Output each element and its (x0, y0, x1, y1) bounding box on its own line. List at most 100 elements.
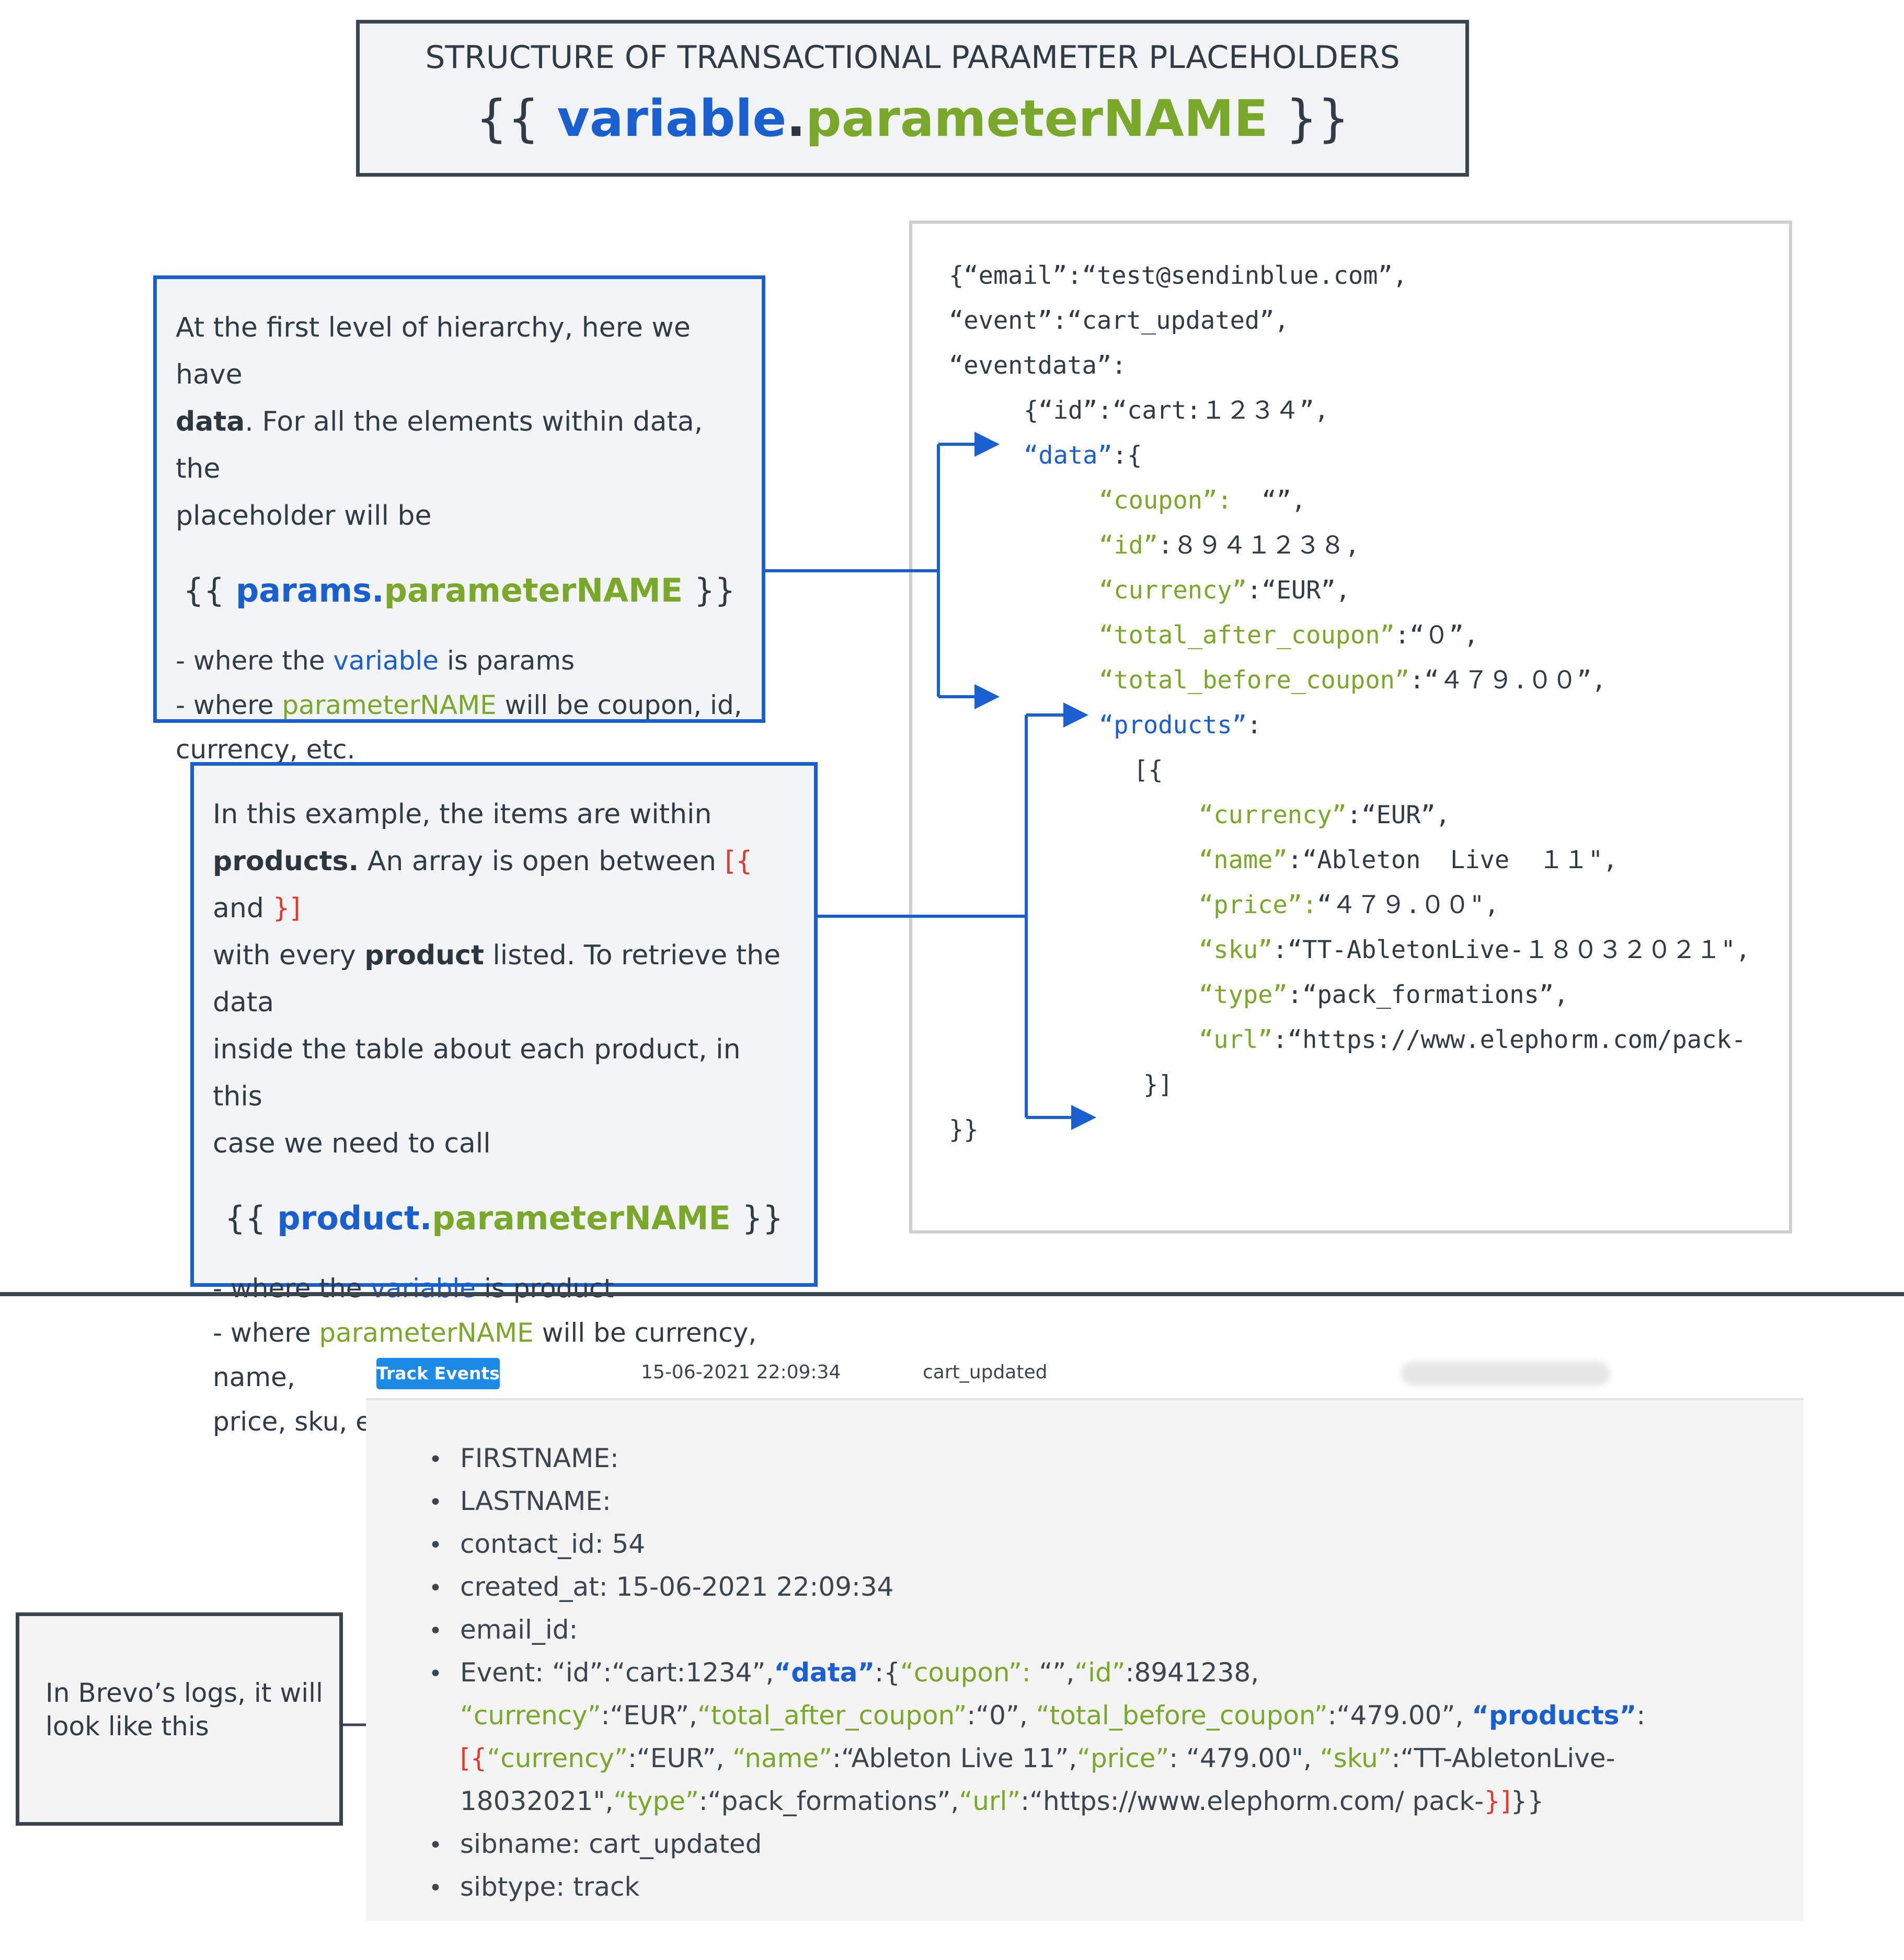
track-events-badge[interactable]: Track Events (376, 1358, 500, 1389)
title-box: STRUCTURE OF TRANSACTIONAL PARAMETER PLA… (356, 20, 1469, 177)
product-where1-keyword: variable (370, 1273, 476, 1304)
logs-note-line1: In Brevo’s logs, it will (45, 1678, 323, 1708)
code-total-before-rest: :“４７９.００”, (1409, 666, 1607, 695)
event-tbc-val: :“479.00”, (1327, 1700, 1472, 1731)
params-where2-suffix: will be coupon, id, (504, 690, 742, 720)
code-line-total-before: “total_before_coupon”:“４７９.００”, (1099, 665, 1607, 696)
code-total-after-key: “total_after_coupon” (1099, 621, 1395, 650)
code-sku-key: “sku” (1199, 936, 1273, 964)
bullet-icon: • (429, 1832, 442, 1859)
event-p-currency-key: “currency” (487, 1743, 628, 1773)
params-formula-dot: . (372, 571, 384, 609)
params-formula-variable: params (235, 571, 372, 609)
code-line-close: }} (949, 1115, 979, 1144)
bullet-icon: • (429, 1661, 442, 1687)
code-currency-key: “currency” (1099, 576, 1247, 605)
product-line3-rest: listed. To retrieve the data (213, 940, 781, 1018)
params-where1: - where the variable is params (176, 639, 743, 683)
event-prefix: Event: “id”:“cart:1234”, (460, 1657, 774, 1688)
code-line-products: “products”: (1099, 710, 1261, 741)
product-where1: - where the variable is product (213, 1266, 795, 1311)
title-variable: variable (557, 89, 787, 148)
params-line2-rest: . For all the elements within data, the (176, 406, 703, 485)
code-url-rest: :“https://www.elephorm.com/pack- (1272, 1025, 1746, 1054)
code-coupon-key: “coupon”: (1099, 486, 1232, 515)
code-url-key: “url” (1199, 1025, 1273, 1054)
event-url-key: “url” (959, 1786, 1021, 1816)
product-where2-suffix: will be currency, name, (213, 1318, 757, 1392)
params-line2: data. For all the elements within data, … (176, 398, 743, 492)
log-item-sibtype: sibtype: track (460, 1872, 640, 1902)
event-colon: : (1636, 1700, 1646, 1731)
log-date: 15-06-2021 22:09:34 (641, 1362, 841, 1383)
params-where1-suffix: is params (446, 645, 575, 676)
product-line2: products. An array is open between [{ an… (213, 838, 795, 932)
code-currency-rest: :“EUR”, (1246, 576, 1351, 605)
title-formula: {{ variable.parameterNAME }} (360, 89, 1465, 148)
code-id-key: “id” (1099, 531, 1159, 560)
code-line-currency: “currency”:“EUR”, (1099, 575, 1350, 606)
params-where1-keyword: variable (333, 645, 439, 676)
log-event-name: cart_updated (923, 1362, 1048, 1383)
logs-note-box: In Brevo’s logs, it will look like this (16, 1612, 343, 1826)
code-line-close-array: }] (1143, 1070, 1173, 1099)
event-tac-val: :“0”, (967, 1700, 1028, 1731)
code-sample-box: {“email”:“test@sendinblue.com”, “event”:… (909, 221, 1792, 1233)
code-products-rest: : (1246, 711, 1262, 740)
log-item-contact-id: contact_id: 54 (460, 1529, 646, 1559)
product-formula-variable: product (277, 1199, 420, 1237)
params-data-word: data (176, 406, 245, 437)
code-line-url: “url”:“https://www.elephorm.com/pack- (1199, 1024, 1746, 1056)
event-open-bracket: [{ (460, 1743, 487, 1773)
code-line-event: “event”:“cart_updated”, (949, 306, 1289, 335)
code-total-after-rest: :“０”, (1394, 621, 1479, 650)
logs-note-line2: look like this (45, 1711, 209, 1742)
product-open-bracket: [{ (725, 846, 753, 877)
code-line-email: {“email”:“test@sendinblue.com”, (949, 261, 1408, 290)
event-coupon-key: “coupon”: (900, 1657, 1039, 1688)
title-parameter: parameterNAME (805, 89, 1268, 148)
bullet-icon: • (429, 1618, 442, 1644)
title-dot: . (786, 89, 806, 148)
log-details-panel: • FIRSTNAME: • LASTNAME: • contact_id: 5… (366, 1398, 1804, 1921)
code-data-rest: :{ (1112, 441, 1142, 470)
product-where2: - where parameterNAME will be currency, … (213, 1311, 795, 1400)
params-line3: placeholder will be (176, 500, 432, 532)
params-line1: At the first level of hierarchy, here we… (176, 312, 691, 390)
product-formula-parameter: parameterNAME (432, 1199, 731, 1237)
params-where2: - where parameterNAME will be coupon, id… (176, 683, 743, 728)
code-line-name: “name”:“Ableton Live １１", (1199, 845, 1618, 876)
code-line-type: “type”:“pack_formations”, (1199, 979, 1568, 1011)
product-formula-dot: . (419, 1199, 432, 1237)
log-item-firstname: FIRSTNAME: (460, 1443, 619, 1473)
code-line-open-array: [{ (1133, 756, 1163, 785)
product-product-word: product (364, 940, 484, 971)
event-data-key: “data” (774, 1657, 875, 1688)
title-close-brace: }} (1286, 89, 1350, 148)
code-line-data: “data”:{ (1024, 440, 1142, 471)
code-line-id: {“id”:“cart:１２３４”, (1024, 396, 1329, 425)
event-sku-val: :“TT-AbletonLive-18032021", (460, 1743, 1615, 1816)
product-line2-rest: An array is open between (367, 846, 716, 877)
event-sku-key: “sku” (1320, 1743, 1392, 1773)
log-item-created-at: created_at: 15-06-2021 22:09:34 (460, 1572, 894, 1602)
product-explanation-box: In this example, the items are within pr… (190, 762, 818, 1437)
blurred-email (1401, 1362, 1610, 1386)
product-products-word: products. (213, 846, 359, 877)
product-line5: case we need to call (213, 1128, 491, 1159)
log-item-sibname: sibname: cart_updated (460, 1829, 762, 1859)
code-p-currency-rest: :“EUR”, (1346, 801, 1451, 829)
product-formula: {{ product.parameterNAME }} (213, 1197, 795, 1239)
event-products-key: “products” (1472, 1700, 1637, 1731)
product-where1-suffix: is product (484, 1273, 614, 1304)
code-price-rest: “４７９.００", (1317, 891, 1499, 919)
event-tac-key: “total_after_coupon” (697, 1700, 967, 1731)
event-currency-val: :“EUR”, (601, 1700, 697, 1731)
code-line-sku: “sku”:“TT-AbletonLive-１８０３２０２１", (1199, 935, 1750, 966)
bullet-icon: • (429, 1532, 442, 1559)
code-line-data-id: “id”:８９４１２３８, (1099, 530, 1360, 561)
product-where2-prefix: - where (213, 1318, 311, 1348)
title-open-brace: {{ (475, 89, 540, 148)
params-formula: {{ params.parameterNAME }} (176, 570, 743, 612)
